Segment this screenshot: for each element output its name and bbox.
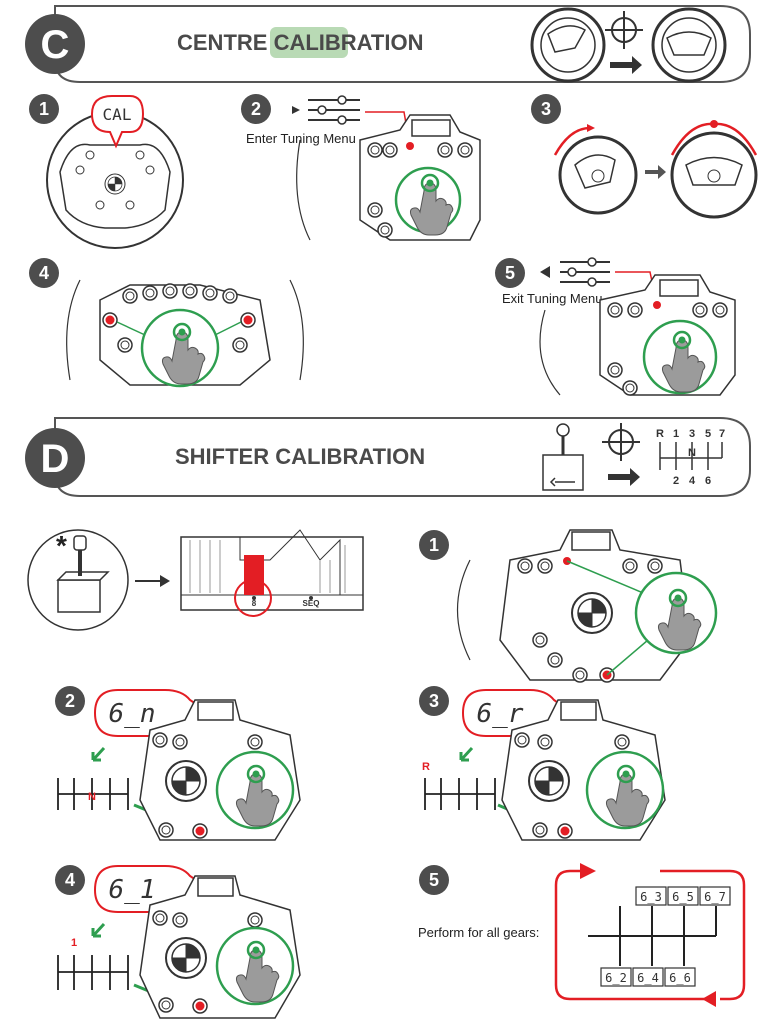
d-step-2: 2 6_n N (55, 686, 301, 841)
svg-text:2: 2 (673, 475, 679, 487)
wheel-rotated-icon (553, 124, 638, 215)
section-d-header: D SHIFTER CALIBRATION R 1 3 5 7 N 2 4 6 (25, 417, 751, 497)
step-badge (29, 94, 59, 124)
section-c-letter: C (41, 23, 70, 67)
svg-text:8: 8 (252, 599, 257, 608)
wheel-closeup-r (501, 699, 666, 841)
svg-text:4: 4 (39, 263, 49, 283)
svg-text:2: 2 (65, 691, 75, 711)
wheel-front-closeup (457, 529, 718, 683)
c-step-3: 3 (531, 94, 758, 219)
display-callout: CAL (90, 95, 145, 149)
section-d-letter: D (41, 437, 70, 481)
arrow-right-icon (610, 56, 642, 74)
c-step-4: 4 (29, 258, 304, 388)
shifter-icon (542, 423, 584, 491)
exit-tuning-label: Exit Tuning Menu (502, 291, 602, 306)
svg-text:1: 1 (429, 535, 439, 555)
svg-text:6_5: 6_5 (672, 890, 694, 904)
section-c-header: C CENTRE CALIBRATION (25, 5, 751, 83)
wheel-closeup-n (139, 699, 301, 841)
steering-wheel-front (46, 111, 184, 249)
display-text-n: 6_n (109, 699, 156, 729)
svg-text:6_4: 6_4 (637, 971, 659, 985)
svg-text:N: N (688, 447, 696, 459)
gear-pattern-1: 1 (57, 937, 129, 990)
svg-text:6_7: 6_7 (704, 890, 726, 904)
c-step-2: 2 Enter Tuning Menu (241, 94, 481, 241)
c-step-1: 1 CAL (29, 94, 184, 249)
enter-tuning-label: Enter Tuning Menu (246, 131, 356, 146)
svg-text:1: 1 (71, 937, 77, 949)
svg-text:1: 1 (673, 428, 679, 440)
wheel-closeup-1 (139, 875, 301, 1019)
bottom-gear-codes: 6_2 6_4 6_6 (600, 967, 696, 987)
section-d-title: SHIFTER CALIBRATION (175, 444, 425, 469)
d-step-5: 5 Perform for all gears: 6_3 6_5 6_7 6_2… (418, 863, 746, 1007)
svg-text:3: 3 (541, 99, 551, 119)
top-gear-codes: 6_3 6_5 6_7 (635, 886, 731, 906)
section-c-badge (25, 14, 85, 74)
svg-text:5: 5 (705, 428, 711, 440)
svg-text:1: 1 (39, 99, 49, 119)
d-step-3: 3 6_r R (419, 686, 666, 841)
arrow-right-icon (645, 165, 666, 179)
cal-display-text: CAL (103, 105, 132, 124)
asterisk-mark: * (56, 530, 67, 561)
svg-text:4: 4 (689, 475, 696, 487)
svg-text:4: 4 (65, 870, 75, 890)
svg-text:3: 3 (689, 428, 695, 440)
tuning-menu-exit-icon (540, 257, 610, 287)
arrow-right-icon (608, 468, 640, 486)
title-highlight (270, 27, 348, 58)
gear-pattern-r: R (422, 761, 496, 810)
loop-arrows (554, 863, 746, 1007)
svg-text:5: 5 (429, 870, 439, 890)
section-d-badge (25, 428, 85, 488)
svg-text:5: 5 (505, 263, 515, 283)
svg-text:SEQ: SEQ (303, 599, 320, 608)
mode-switch-panel: 8 SEQ (180, 529, 364, 617)
wheel-centered-icon (670, 120, 758, 219)
svg-text:6_6: 6_6 (669, 971, 691, 985)
crosshair-icon (602, 423, 640, 461)
svg-text:R: R (422, 761, 430, 773)
d-shifter-mode: * 8 SEQ (27, 529, 364, 631)
d-step-4: 4 6_1 1 (55, 865, 301, 1019)
svg-text:6: 6 (705, 475, 711, 487)
arrow-right-icon (135, 575, 170, 587)
straight-wheel-icon (651, 7, 727, 83)
tilted-wheel-icon (530, 7, 606, 83)
svg-text:6_2: 6_2 (605, 971, 627, 985)
svg-text:2: 2 (251, 99, 261, 119)
svg-text:6_3: 6_3 (640, 890, 662, 904)
svg-text:N: N (88, 791, 96, 803)
tuning-menu-icon (292, 95, 360, 125)
wheel-closeup-both-paddles (66, 279, 304, 388)
svg-text:3: 3 (429, 691, 439, 711)
gear-pattern-icon: R 1 3 5 7 N 2 4 6 (656, 428, 725, 487)
svg-text:7: 7 (719, 428, 725, 440)
svg-text:R: R (656, 428, 664, 440)
gear-pattern-n: N (57, 778, 129, 810)
display-text-r: 6_r (477, 699, 524, 729)
perform-all-gears-label: Perform for all gears: (418, 925, 539, 940)
section-c-title: CENTRE CALIBRATION (177, 30, 423, 55)
crosshair-icon (605, 11, 643, 49)
display-text-1: 6_1 (109, 875, 156, 905)
wheel-closeup-panel (296, 114, 481, 241)
wheel-closeup-panel-exit (539, 274, 736, 396)
c-step-5: 5 Exit Tuning Menu (495, 257, 736, 396)
d-step-1: 1 (419, 529, 718, 683)
gear-pattern-all (588, 906, 717, 966)
